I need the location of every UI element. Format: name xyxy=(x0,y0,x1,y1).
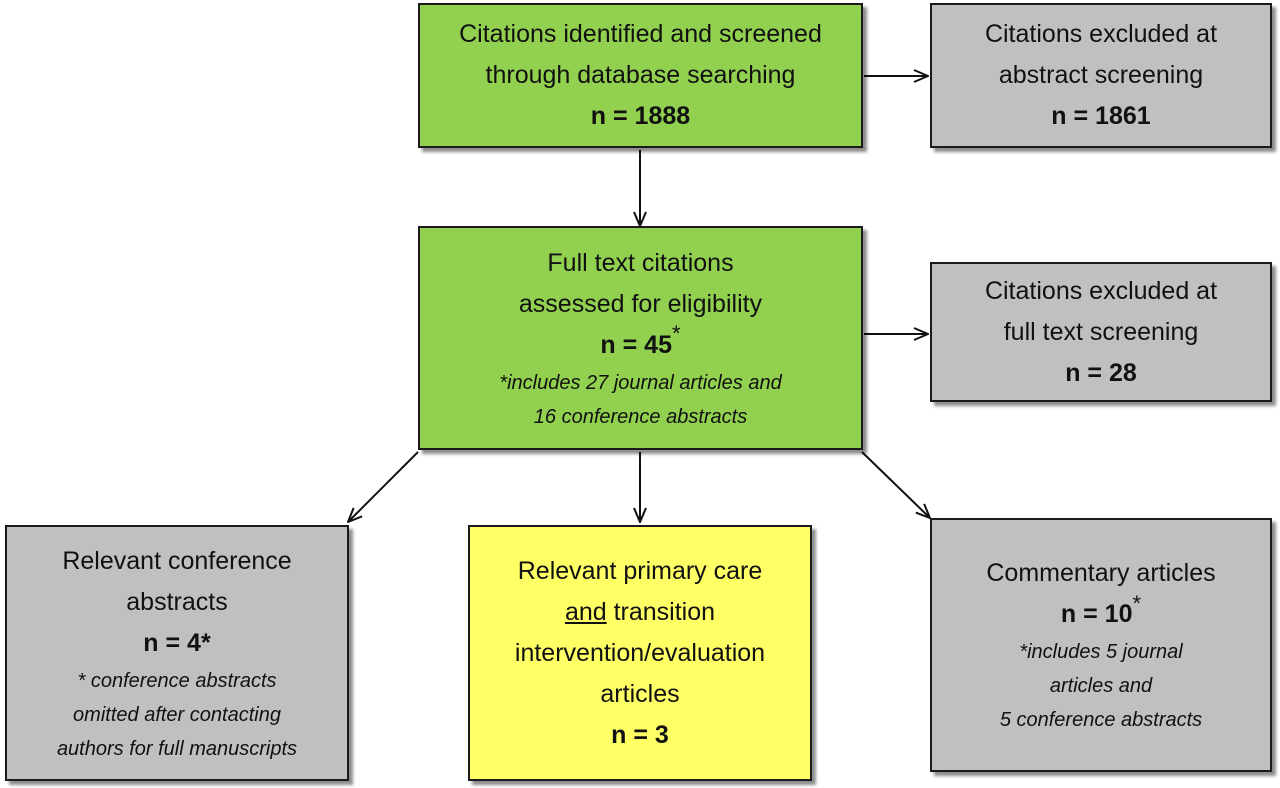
identified-line-1: Citations identified and screened xyxy=(459,20,822,48)
commentary-box: Commentary articles n = 10* *includes 5 … xyxy=(930,518,1272,772)
commentary-note-2: articles and xyxy=(1049,675,1153,697)
full-text-count: n = 45* xyxy=(600,323,680,366)
commentary-note-1: *includes 5 journal xyxy=(1019,641,1183,663)
commentary-line-1: Commentary articles xyxy=(986,559,1216,587)
full-text-line-2: assessed for eligibility xyxy=(518,289,763,318)
commentary-count-value: n = 10 xyxy=(1060,600,1133,628)
conference-note-3: authors for full manuscripts xyxy=(56,737,298,760)
excluded-abstract-line-1: Citations excluded at xyxy=(984,20,1218,48)
full-text-note-2: 16 conference abstracts xyxy=(533,405,748,428)
full-text-count-value: n = 45 xyxy=(600,330,672,359)
full-text-note-1: *includes 27 journal articles and xyxy=(499,371,782,394)
primary-care-count: n = 3 xyxy=(611,720,669,749)
excluded-full-text-line-1: Citations excluded at xyxy=(984,276,1218,305)
excluded-abstract-box: Citations excluded at abstract screening… xyxy=(930,3,1272,148)
conference-note-2: omitted after contacting xyxy=(73,703,281,726)
primary-care-box: Relevant primary care and transition int… xyxy=(468,525,812,781)
full-text-line-1: Full text citations xyxy=(547,248,734,277)
excluded-abstract-count: n = 1861 xyxy=(1051,102,1151,130)
identified-count: n = 1888 xyxy=(590,102,691,130)
primary-care-line-1: Relevant primary care xyxy=(517,556,763,585)
conference-count: n = 4* xyxy=(143,628,211,657)
full-text-box: Full text citations assessed for eligibi… xyxy=(418,226,863,450)
arrow-fulltext-to-commentary xyxy=(861,451,930,518)
conference-line-1: Relevant conference xyxy=(62,546,292,575)
conference-line-2: abstracts xyxy=(126,587,228,616)
excluded-full-text-line-2: full text screening xyxy=(1003,317,1199,346)
excluded-abstract-line-2: abstract screening xyxy=(998,61,1204,89)
identified-line-2: through database searching xyxy=(485,61,796,89)
excluded-full-text-count: n = 28 xyxy=(1065,358,1137,387)
excluded-full-text-box: Citations excluded at full text screenin… xyxy=(930,262,1272,402)
primary-care-line-3: intervention/evaluation xyxy=(514,638,766,667)
primary-care-line-4: articles xyxy=(600,679,680,708)
commentary-count: n = 10* xyxy=(1060,590,1142,635)
conference-box: Relevant conference abstracts n = 4* * c… xyxy=(5,525,349,781)
full-text-count-mark: * xyxy=(672,321,681,347)
primary-care-line-2: and transition xyxy=(565,592,715,633)
primary-care-underlined-and: and xyxy=(564,597,607,626)
primary-care-line-2-rest: transition xyxy=(606,597,716,626)
arrow-fulltext-to-conference xyxy=(348,451,419,522)
commentary-count-mark: * xyxy=(1132,590,1142,616)
commentary-note-3: 5 conference abstracts xyxy=(999,709,1203,731)
identified-box: Citations identified and screened throug… xyxy=(418,3,863,148)
conference-note-1: * conference abstracts xyxy=(77,669,277,692)
